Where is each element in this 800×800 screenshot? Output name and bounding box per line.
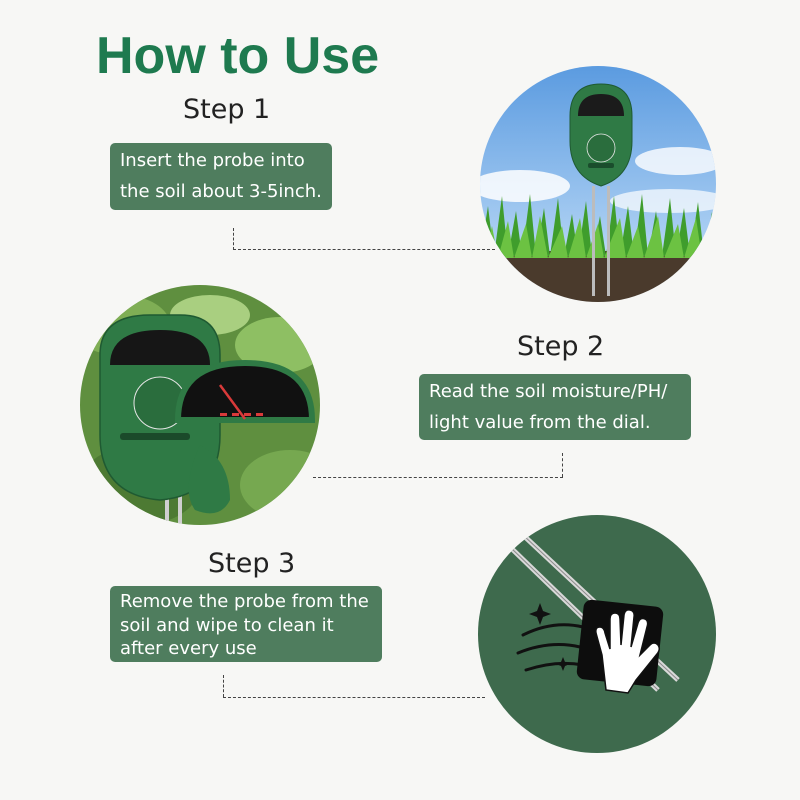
step-1-line-1: Insert the probe into: [120, 150, 305, 171]
wipe-probe-illustration: [478, 515, 716, 753]
step-2-connector-horizontal: [313, 477, 563, 478]
step-3-connector-vertical: [223, 675, 224, 697]
step-2-instruction: Read the soil moisture/PH/ light value f…: [419, 374, 691, 440]
step-2-line-2: light value from the dial.: [429, 412, 651, 433]
meter-dial-photo: [80, 285, 320, 525]
step-3-label: Step 3: [208, 548, 296, 579]
step-1-instruction: Insert the probe into the soil about 3-5…: [110, 143, 332, 210]
page-title: How to Use: [96, 27, 380, 85]
step-1-label: Step 1: [183, 94, 271, 125]
step-2-line-1: Read the soil moisture/PH/: [429, 381, 668, 402]
step-3-instruction: Remove the probe from the soil and wipe …: [110, 586, 382, 662]
step-1-line-2: the soil about 3-5inch.: [120, 181, 322, 202]
step-3-line-3: after every use: [120, 638, 257, 659]
step-2-connector-vertical: [562, 453, 563, 477]
step-2-label: Step 2: [517, 331, 605, 362]
meter-in-soil-photo: [480, 66, 716, 302]
step-3-line-1: Remove the probe from the: [120, 591, 369, 612]
step-3-connector-horizontal: [223, 697, 485, 698]
step-1-connector-horizontal: [233, 249, 495, 250]
step-3-line-2: soil and wipe to clean it: [120, 614, 334, 636]
step-1-connector-vertical: [233, 228, 234, 250]
